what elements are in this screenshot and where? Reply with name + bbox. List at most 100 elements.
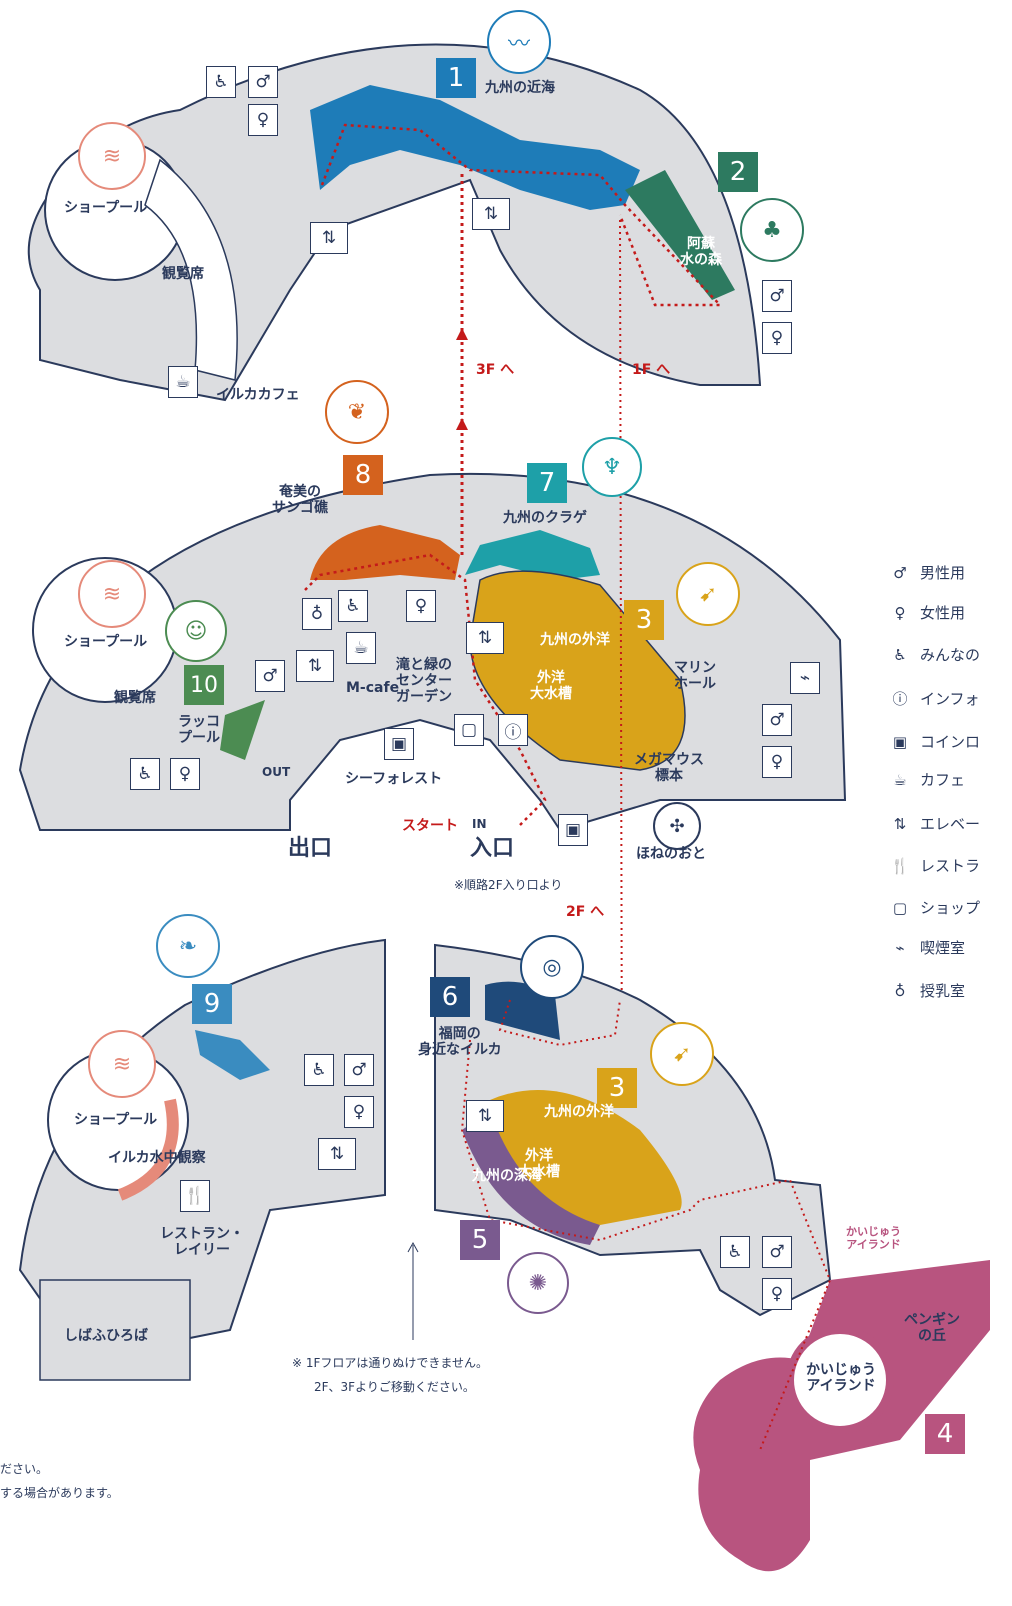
tank-center-label-1f: 外洋 大水槽 [518, 1148, 560, 1181]
zone5-kyushu-deep-sea [462, 1110, 600, 1245]
kaiju-logo: かいじゅう アイランド [846, 1225, 901, 1251]
m-cafe-label: M-cafe [346, 680, 400, 696]
floor1-lawn [39, 1279, 191, 1381]
male-icon: ♂ [893, 564, 907, 582]
floor-1f [18, 938, 990, 1572]
route-to-1f [619, 219, 623, 1131]
legend-item: 🍴レストラ [888, 855, 980, 876]
to-1f-label: 1F へ [632, 362, 671, 378]
elevator-icon[interactable]: ⇅ [318, 1138, 356, 1170]
left-note-2: する場合があります。 [0, 1486, 119, 1500]
deep-sea-label: 九州の深海 [472, 1168, 542, 1184]
zone-6-label: 福岡の 身近なイルカ [418, 1026, 502, 1059]
female-restroom-icon[interactable]: ♀ [170, 758, 200, 790]
smoking-icon: ⌁ [895, 939, 905, 957]
zone2-aso-forest [625, 170, 735, 300]
zone-5-badge[interactable]: 5 [460, 1220, 500, 1260]
route-arrow-up-1 [456, 328, 468, 340]
crab-icon: ✺ [507, 1252, 569, 1314]
male-restroom-icon[interactable]: ♂ [255, 660, 285, 692]
accessible-restroom-icon[interactable]: ♿ [130, 758, 160, 790]
accessible-restroom-icon[interactable]: ♿ [206, 66, 236, 98]
zone-6-badge[interactable]: 6 [430, 977, 470, 1017]
dolphin-icon-2f: ≋ [78, 560, 146, 628]
zone9-area [195, 1030, 270, 1080]
locker-icon: ▣ [892, 733, 908, 751]
elevator-icon[interactable]: ⇅ [296, 650, 334, 682]
zone-7-label: 九州のクラゲ [503, 510, 587, 526]
elevator-icon[interactable]: ⇅ [466, 1100, 504, 1132]
zone8-amami-coral [310, 525, 460, 580]
male-restroom-icon[interactable]: ♂ [762, 280, 792, 312]
female-restroom-icon[interactable]: ♀ [762, 322, 792, 354]
kaiju-island-label: かいじゅう アイランド [806, 1362, 876, 1395]
zone-9-badge[interactable]: 9 [192, 984, 232, 1024]
zone10-otter-pool [220, 700, 265, 760]
fish-bone-icon: ✣ [653, 802, 701, 850]
shop-icon[interactable]: ▢ [454, 714, 484, 746]
male-restroom-icon[interactable]: ♂ [762, 1236, 792, 1268]
legend-item: ⇅エレベー [888, 813, 980, 834]
left-note-1: ださい。 [0, 1462, 49, 1476]
elevator-icon[interactable]: ⇅ [310, 222, 348, 254]
garden-label: 滝と緑の センター ガーデン [396, 657, 452, 706]
legend-item: ♂男性用 [888, 562, 965, 583]
legend-item: ⌁喫煙室 [888, 937, 965, 958]
legend-item: ☕カフェ [888, 769, 965, 790]
zone-4-badge[interactable]: 4 [925, 1414, 965, 1454]
accessible-restroom-icon[interactable]: ♿ [304, 1054, 334, 1086]
male-restroom-icon[interactable]: ♂ [762, 704, 792, 736]
jellyfish-icon: ♆ [582, 437, 642, 497]
zone-10-badge[interactable]: 10 [184, 665, 224, 705]
zone-8-badge[interactable]: 8 [343, 455, 383, 495]
route-arrow-up-2 [456, 418, 468, 430]
sea-forest-label: シーフォレスト [345, 771, 443, 787]
sprout-icon: ❧ [156, 914, 220, 978]
floor-2f [18, 472, 847, 832]
entrance-label[interactable]: 入口 [470, 836, 515, 861]
locker-icon[interactable]: ▣ [384, 728, 414, 760]
zone1-kyushu-coast [310, 85, 640, 210]
route-1f-b [460, 1039, 832, 1451]
female-restroom-icon[interactable]: ♀ [406, 590, 436, 622]
bones-label: ほねのおと [636, 846, 706, 862]
zone-2-label: 阿蘇 水の森 [680, 236, 722, 269]
zone-7-badge[interactable]: 7 [527, 463, 567, 503]
smoking-room-icon[interactable]: ⌁ [790, 662, 820, 694]
cafe-icon[interactable]: ☕ [168, 366, 198, 398]
male-restroom-icon[interactable]: ♂ [248, 66, 278, 98]
female-restroom-icon[interactable]: ♀ [762, 746, 792, 778]
elevator-icon[interactable]: ⇅ [472, 198, 510, 230]
zone-3-badge-2f[interactable]: 3 [624, 600, 664, 640]
female-restroom-icon[interactable]: ♀ [762, 1278, 792, 1310]
accessible-restroom-icon[interactable]: ♿ [338, 590, 368, 622]
zone-10-label: ラッコ プール [178, 714, 220, 747]
zone-1-badge[interactable]: 1 [436, 58, 476, 98]
locker-icon[interactable]: ▣ [558, 814, 588, 846]
legend-item: ♿みんなの [888, 644, 980, 665]
otter-icon: ☺ [165, 600, 227, 662]
legend-item: ♁授乳室 [888, 980, 966, 1001]
megamouth-label: メガマウス 標本 [634, 752, 704, 785]
female-restroom-icon[interactable]: ♀ [248, 104, 278, 136]
female-restroom-icon[interactable]: ♀ [344, 1096, 374, 1128]
cafe-icon[interactable]: ☕ [346, 632, 376, 664]
dolphin-icon-3f: ≋ [78, 122, 146, 190]
zone-2-badge[interactable]: 2 [718, 152, 758, 192]
info-icon: ⓘ [892, 690, 908, 708]
male-restroom-icon[interactable]: ♂ [344, 1054, 374, 1086]
restaurant-icon[interactable]: 🍴 [180, 1180, 210, 1212]
zone-1-label: 九州の近海 [485, 80, 555, 96]
route-note: ※順路2F入り口より [454, 878, 563, 892]
accessible-restroom-icon[interactable]: ♿ [720, 1236, 750, 1268]
legend-item: ▣コインロ [888, 731, 980, 752]
dolphin-icon-1f: ≋ [88, 1030, 156, 1098]
floor1-underwater-window [117, 1098, 179, 1201]
floor1-arrow-head [407, 1241, 419, 1253]
exit-label[interactable]: 出口 [288, 836, 333, 861]
info-icon[interactable]: ⓘ [498, 714, 528, 746]
elevator-icon[interactable]: ⇅ [466, 622, 504, 654]
zone-3-badge-1f[interactable]: 3 [597, 1068, 637, 1108]
nursing-room-icon[interactable]: ♁ [302, 598, 332, 630]
